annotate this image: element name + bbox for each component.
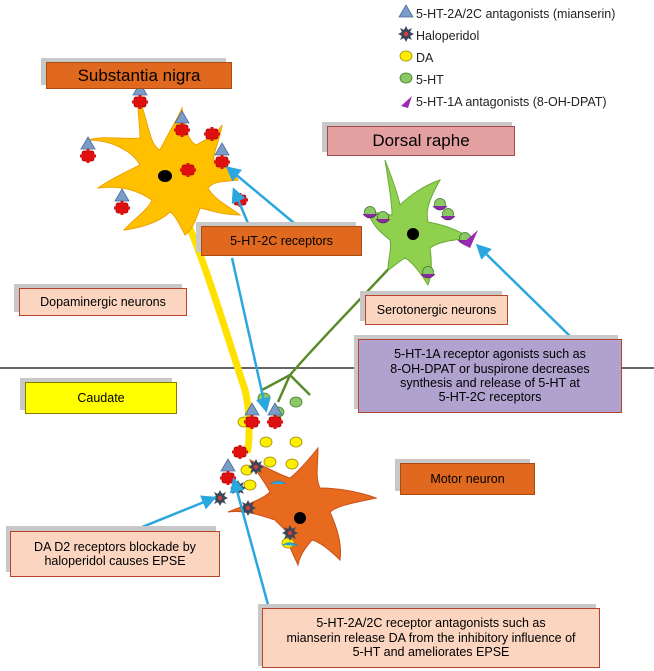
legend-item: DA [416,48,433,68]
note-line: 5-HT-1A receptor agonists such as [394,347,586,362]
dopaminergic-neuron [87,98,242,236]
legend-da-icon [399,50,413,62]
dopaminergic-nucleus [158,170,172,182]
legend-item: 5-HT-1A antagonists (8-OH-DPAT) [416,92,607,112]
dorsal-raphe-label: Dorsal raphe [327,126,515,156]
dopaminergic-neurons-label: Dopaminergic neurons [19,288,187,316]
motor-neuron [227,446,378,567]
ht2c-receptors-label: 5-HT-2C receptors [201,226,362,256]
legend-item: 5-HT-2A/2C antagonists (mianserin) [416,4,615,24]
synaptic-vesicles [237,392,303,549]
legend-wedge-icon [401,96,412,108]
motor-neuron-receptors [212,402,299,547]
d2-blockade-note: DA D2 receptors blockade by haloperidol … [10,531,220,577]
note-line: synthesis and release of 5-HT at [400,376,580,390]
note-line: 5-HT-2A/2C receptor antagonists such as [316,616,546,631]
ht1a-agonist-note: 5-HT-1A receptor agonists such as 8-OH-D… [358,339,622,413]
mianserin-note: 5-HT-2A/2C receptor antagonists such as … [262,608,600,668]
serotonergic-neurons-label: Serotonergic neurons [365,295,508,325]
serotonergic-nucleus [407,228,419,240]
note-line: 8-OH-DPAT or buspirone decreases [390,361,590,376]
caudate-label: Caudate [25,382,177,414]
legend-label: DA [416,51,434,65]
legend-label: 5-HT-2A/2C antagonists (mianserin) [416,7,616,21]
ht-neuron-receptors [362,198,478,279]
substantia-nigra-label: Substantia nigra [46,62,232,89]
note-line: 5-HT-2C receptors [438,390,542,405]
legend-item: Haloperidol [416,26,479,46]
legend-5ht-icon [399,72,413,84]
motor-neuron-label: Motor neuron [400,463,535,495]
legend-label: 5-HT [416,73,444,87]
note-line: mianserin release DA from the inhibitory… [286,630,576,645]
note-line: haloperidol causes EPSE [44,554,186,568]
note-line: DA D2 receptors blockade by [34,539,196,554]
motor-nucleus [294,512,306,524]
legend-item: 5-HT [416,70,444,90]
legend-label: 5-HT-1A antagonists (8-OH-DPAT) [416,95,607,109]
note-line: 5-HT and ameliorates EPSE [352,645,510,660]
legend-label: Haloperidol [416,29,480,43]
legend-triangle-icon [398,4,414,18]
serotonergic-axon [261,261,396,403]
legend-haloperidol-icon [398,26,414,42]
